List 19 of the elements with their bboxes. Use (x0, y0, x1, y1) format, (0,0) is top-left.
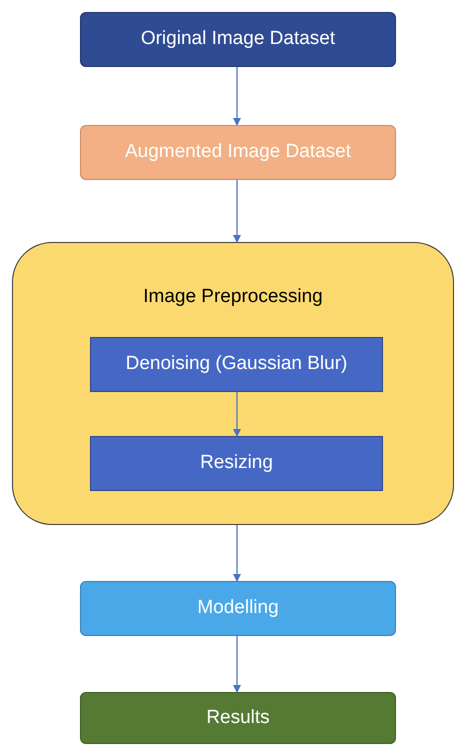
node-label: Augmented Image Dataset (124, 140, 352, 164)
arrow (233, 636, 241, 693)
arrow (233, 525, 241, 582)
node-label: Denoising (Gaussian Blur) (126, 352, 348, 376)
group-box (12, 242, 454, 525)
node-label: Image Preprocessing (143, 285, 323, 309)
process-box (90, 436, 383, 491)
process-box (80, 12, 396, 67)
arrow (233, 392, 241, 437)
process-box (90, 337, 383, 392)
arrow (233, 67, 241, 126)
process-box (80, 125, 396, 180)
node-label: Resizing (200, 451, 273, 476)
node-label: Results (206, 706, 270, 730)
node-label: Original Image Dataset (140, 27, 336, 52)
process-box (80, 581, 396, 636)
arrow (233, 180, 241, 243)
node-label: Modelling (197, 596, 279, 620)
process-box (80, 692, 396, 744)
